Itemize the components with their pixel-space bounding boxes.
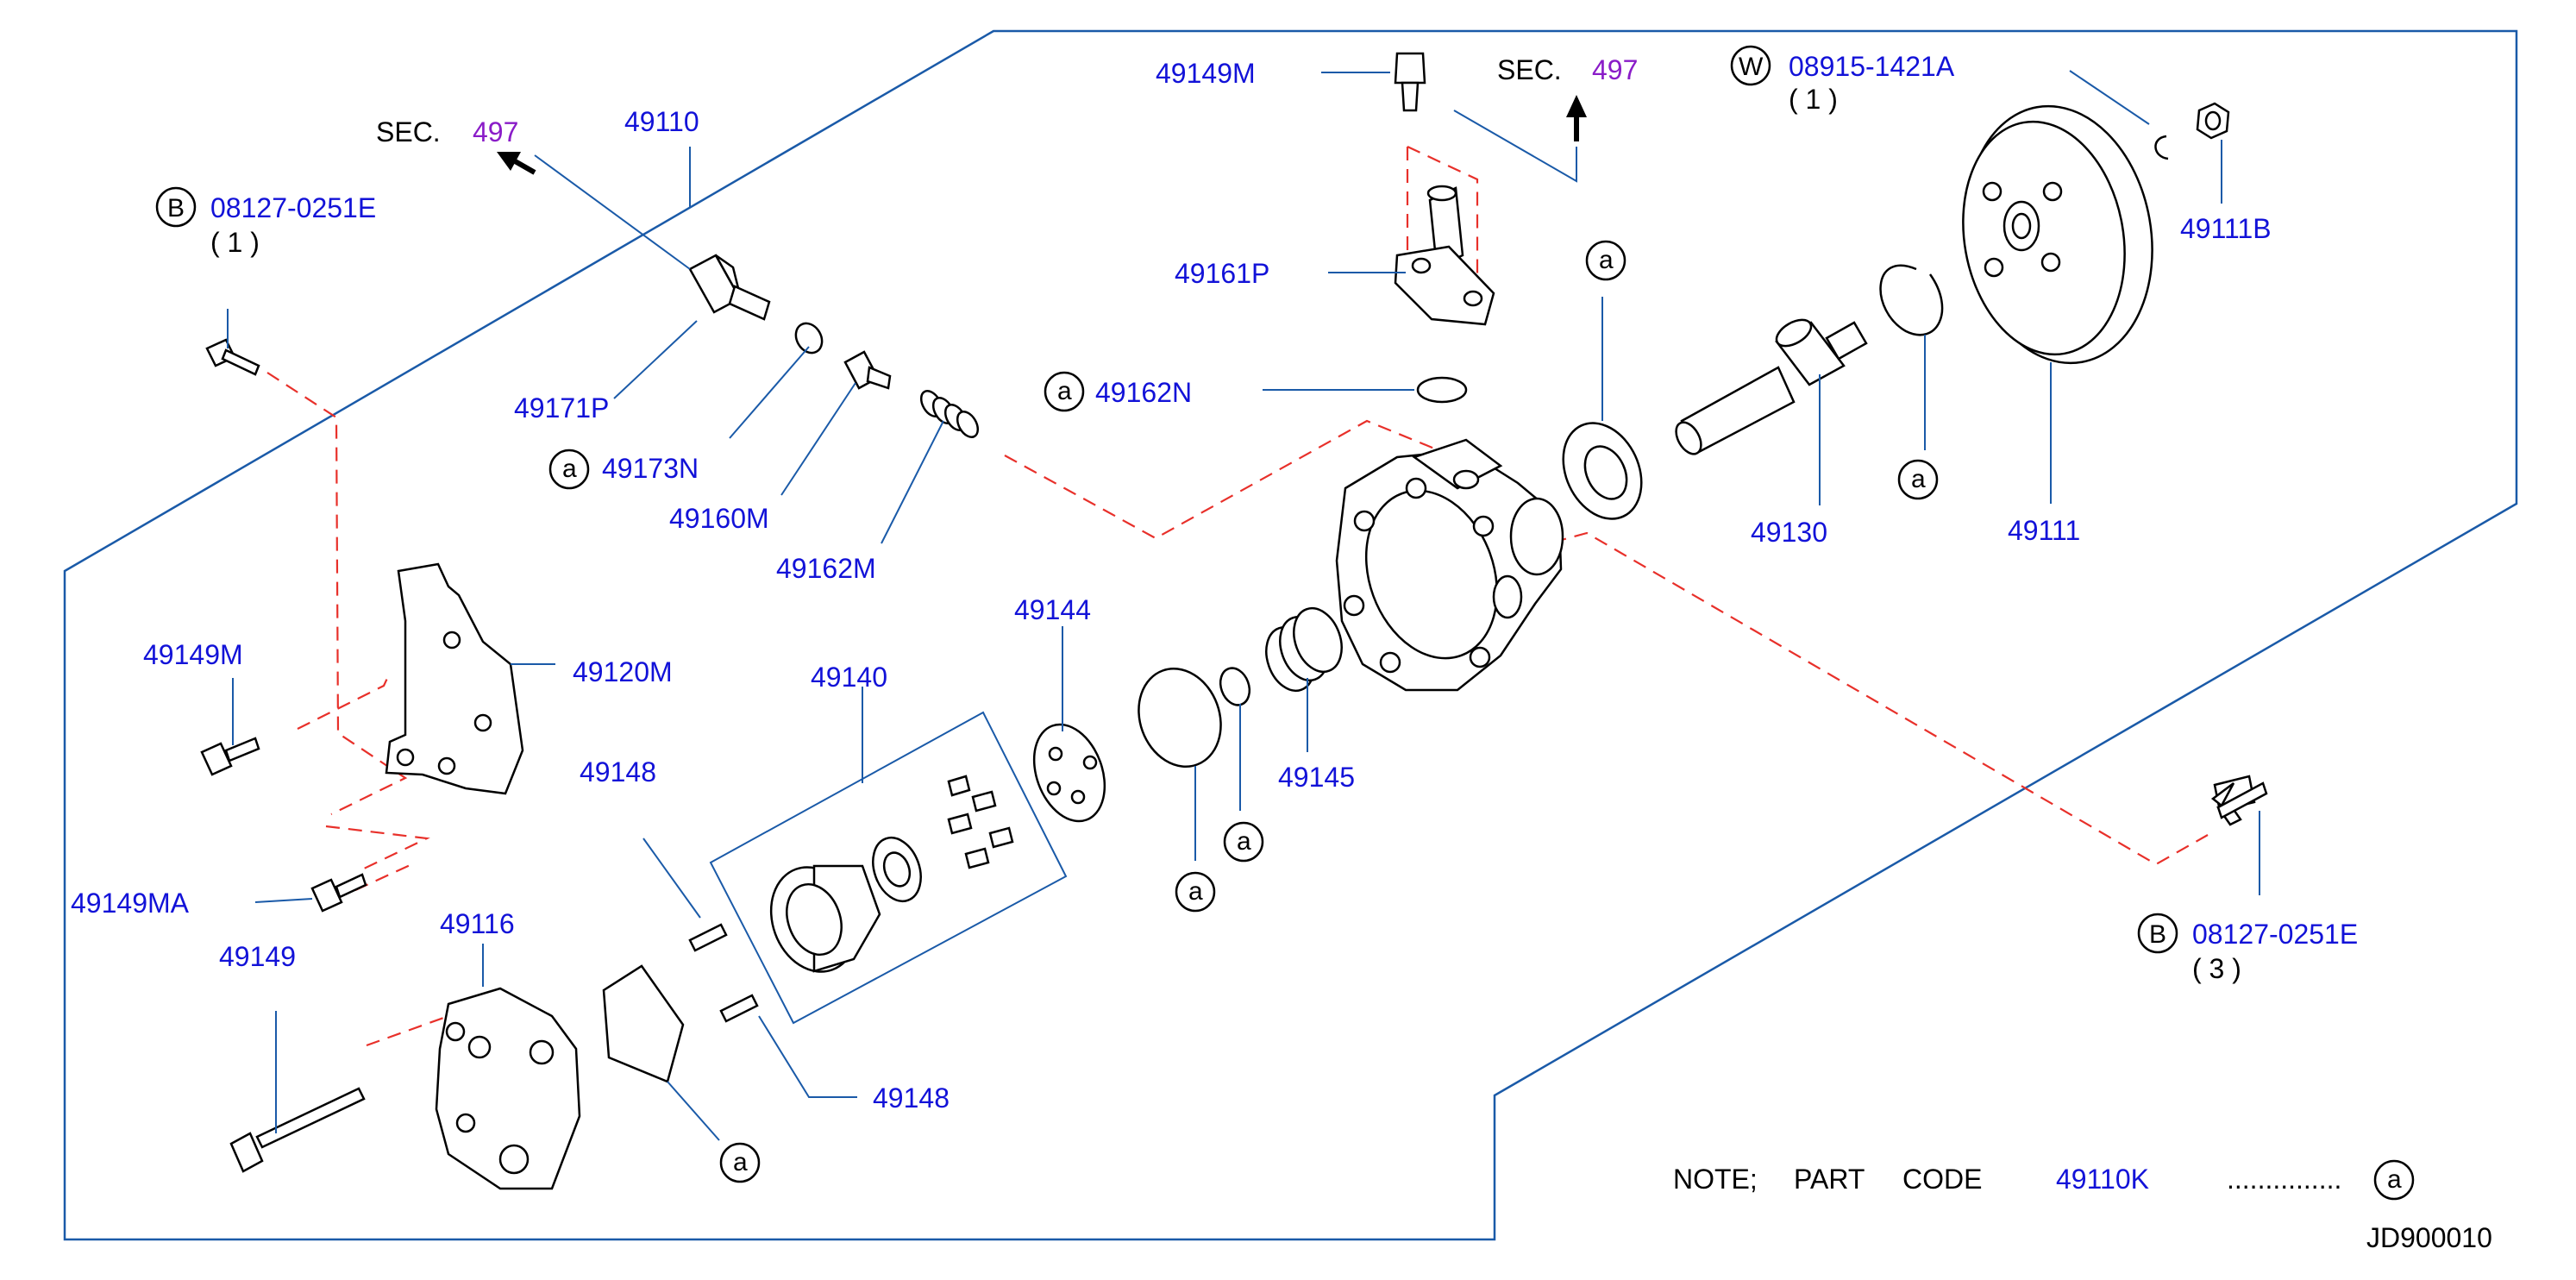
label-08127-right-qty: ( 3 ) bbox=[2192, 953, 2241, 984]
label-49111B[interactable]: 49111B bbox=[2180, 213, 2272, 244]
sec-label-left: SEC. bbox=[376, 116, 441, 147]
marker-a-gasket-text: a bbox=[733, 1148, 748, 1176]
sec-number-right[interactable]: 497 bbox=[1592, 54, 1638, 85]
marker-a-note bbox=[2373, 1159, 2415, 1201]
note-code-value[interactable]: 49110K bbox=[2056, 1164, 2149, 1195]
marker-a-49173N bbox=[548, 449, 590, 490]
label-08915[interactable]: 08915-1421A bbox=[1789, 51, 1955, 82]
bolt-49149M-left[interactable] bbox=[200, 737, 260, 776]
label-08127-right[interactable]: 08127-0251E bbox=[2192, 919, 2358, 950]
label-49148-lower[interactable]: 49148 bbox=[873, 1082, 950, 1114]
label-49111[interactable]: 49111 bbox=[2008, 515, 2080, 546]
label-49116[interactable]: 49116 bbox=[440, 908, 515, 939]
marker-b-right bbox=[2137, 913, 2178, 954]
marker-b-right-text: B bbox=[2149, 920, 2166, 949]
label-08915-qty: ( 1 ) bbox=[1789, 84, 1838, 115]
oring-large[interactable] bbox=[1125, 657, 1234, 778]
label-49144[interactable]: 49144 bbox=[1014, 594, 1091, 625]
part-49120M-bracket[interactable] bbox=[385, 562, 524, 795]
marker-a-oring-small-text: a bbox=[1237, 827, 1251, 856]
oring-small[interactable] bbox=[1215, 664, 1254, 709]
pin-49148-lower[interactable] bbox=[719, 994, 759, 1023]
sec-arrow-left bbox=[497, 152, 536, 175]
bolt-08127-right[interactable] bbox=[2210, 775, 2268, 826]
pin-49148-upper[interactable] bbox=[688, 923, 728, 952]
label-49171P[interactable]: 49171P bbox=[514, 392, 609, 424]
clip-08915[interactable] bbox=[2154, 135, 2169, 160]
part-49111-pulley[interactable] bbox=[1946, 91, 2172, 378]
sec-label-right: SEC. bbox=[1497, 54, 1562, 85]
label-08127-top-qty: ( 1 ) bbox=[210, 227, 260, 258]
bolt-49149-long[interactable] bbox=[229, 1087, 366, 1173]
marker-a-seal bbox=[1585, 240, 1626, 281]
oil-seal[interactable] bbox=[1548, 411, 1656, 532]
marker-a-49162N bbox=[1044, 371, 1085, 412]
leader-lines bbox=[227, 70, 2260, 1141]
label-49162M[interactable]: 49162M bbox=[776, 553, 876, 584]
part-49145-spring[interactable] bbox=[1258, 601, 1351, 697]
marker-a-gasket bbox=[719, 1142, 761, 1183]
marker-a-snapring bbox=[1897, 459, 1939, 500]
part-49162M-spring[interactable] bbox=[917, 387, 981, 441]
nut-49111B[interactable] bbox=[2196, 102, 2230, 140]
part-49144-plate[interactable] bbox=[1021, 715, 1117, 831]
label-49110[interactable]: 49110 bbox=[624, 106, 699, 137]
note-prefix: NOTE; bbox=[1673, 1164, 1758, 1195]
label-08127-top[interactable]: 08127-0251E bbox=[210, 192, 376, 223]
part-49130-shaft[interactable] bbox=[1671, 315, 1868, 459]
marker-a-oring-small bbox=[1223, 821, 1264, 863]
marker-a-oring bbox=[1175, 871, 1216, 913]
part-49110-fitting[interactable] bbox=[688, 254, 827, 358]
label-49149M-left[interactable]: 49149M bbox=[143, 639, 243, 670]
sec-number-left[interactable]: 497 bbox=[473, 116, 518, 147]
diagram-frame bbox=[63, 29, 2518, 1241]
label-49149M-top[interactable]: 49149M bbox=[1156, 58, 1256, 89]
bolt-08127-top[interactable] bbox=[205, 338, 260, 376]
marker-a-49173N-text: a bbox=[562, 455, 577, 483]
marker-a-oring-text: a bbox=[1188, 877, 1203, 906]
label-49120M[interactable]: 49120M bbox=[573, 656, 673, 687]
marker-w bbox=[1730, 45, 1771, 86]
label-49140[interactable]: 49140 bbox=[811, 662, 887, 693]
marker-a-49162N-text: a bbox=[1057, 377, 1072, 405]
marker-a-snapring-text: a bbox=[1911, 465, 1926, 493]
label-49173N[interactable]: 49173N bbox=[602, 453, 699, 484]
diagram-id: JD900010 bbox=[2366, 1222, 2492, 1253]
note-code: CODE bbox=[1902, 1164, 1982, 1195]
marker-b-top-text: B bbox=[167, 194, 185, 223]
label-49149[interactable]: 49149 bbox=[219, 941, 296, 972]
sec-arrow-right bbox=[1566, 95, 1587, 141]
label-49149MA[interactable]: 49149MA bbox=[71, 888, 190, 919]
label-49162N[interactable]: 49162N bbox=[1095, 377, 1192, 408]
assembly-guide-lines bbox=[266, 146, 2209, 1047]
part-49161P-connector[interactable] bbox=[1394, 185, 1495, 326]
part-49116-cover[interactable] bbox=[435, 987, 581, 1190]
marker-w-text: W bbox=[1739, 53, 1764, 81]
part-49140-box bbox=[709, 711, 1068, 1025]
label-49145[interactable]: 49145 bbox=[1278, 762, 1355, 793]
label-49130[interactable]: 49130 bbox=[1751, 517, 1827, 548]
gasket-49116[interactable] bbox=[602, 964, 685, 1083]
label-49160M[interactable]: 49160M bbox=[669, 503, 769, 534]
part-49162N-oring[interactable] bbox=[1416, 376, 1468, 404]
marker-a-note-text: a bbox=[2387, 1165, 2402, 1194]
part-49140-cartridge[interactable] bbox=[757, 775, 1014, 984]
label-49161P[interactable]: 49161P bbox=[1175, 258, 1269, 289]
snap-ring[interactable] bbox=[1879, 264, 1944, 336]
label-49148-upper[interactable]: 49148 bbox=[580, 756, 656, 787]
bolt-49149M-top[interactable] bbox=[1394, 52, 1426, 112]
part-49160M-valve[interactable] bbox=[843, 350, 892, 390]
bolt-49149MA[interactable] bbox=[310, 873, 367, 913]
marker-b-top bbox=[155, 186, 197, 228]
note-part: PART bbox=[1794, 1164, 1865, 1195]
note-dots: ............... bbox=[2227, 1164, 2341, 1195]
pump-housing[interactable] bbox=[1335, 438, 1564, 692]
marker-a-seal-text: a bbox=[1599, 246, 1614, 274]
